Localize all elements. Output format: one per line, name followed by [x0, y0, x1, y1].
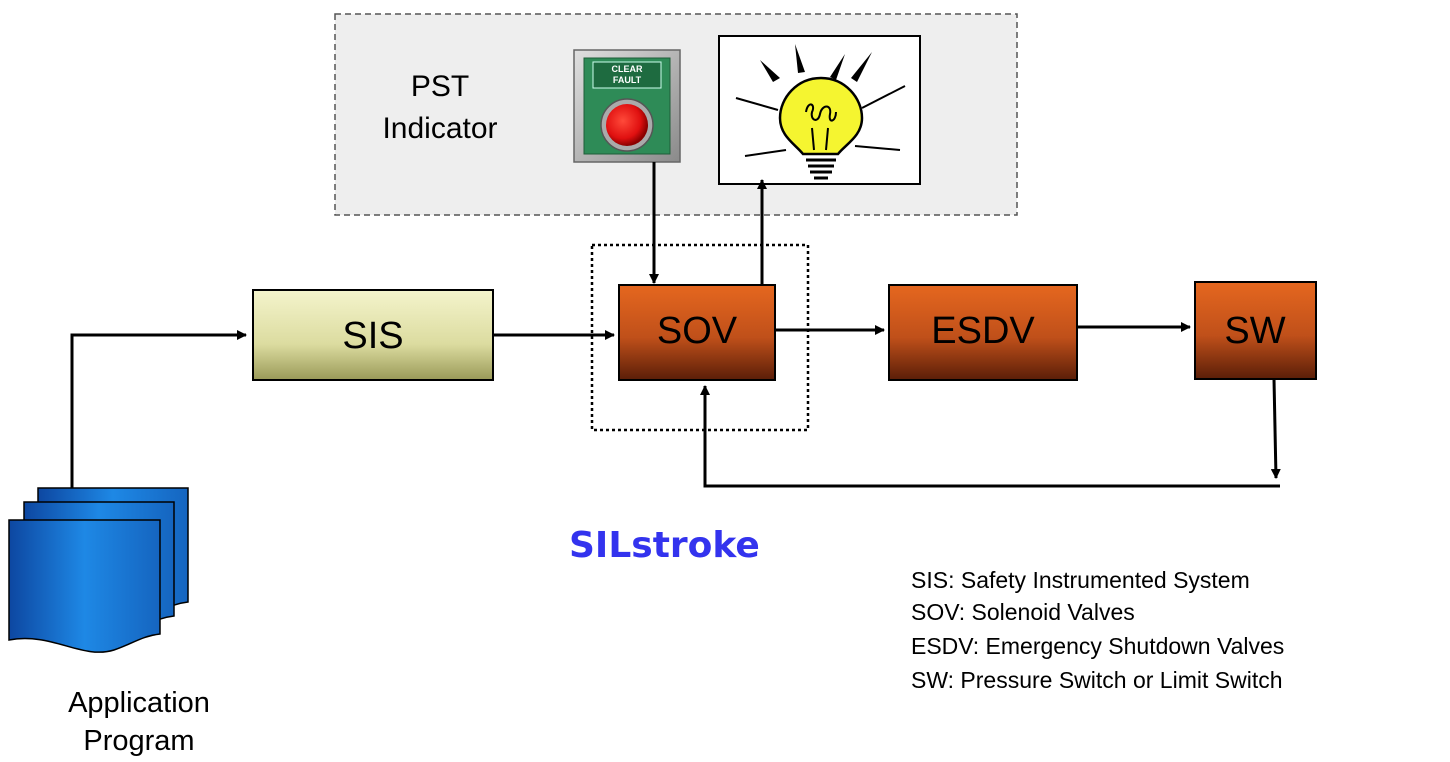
sov-label: SOV [657, 310, 738, 352]
sw-label: SW [1224, 310, 1285, 352]
sov-highlight-box [590, 243, 810, 432]
silstroke-title: SILstroke [569, 525, 760, 566]
sw-block: SW [1194, 281, 1317, 380]
red-button-icon [606, 104, 648, 146]
clear-fault-line2: FAULT [613, 75, 642, 85]
pst-label-line1: PST [411, 70, 469, 103]
legend-item-sw: SW: Pressure Switch or Limit Switch [911, 667, 1283, 693]
program-label-line2: Program [83, 725, 194, 757]
connectors [70, 162, 1281, 512]
arrow-sw-down [1270, 378, 1281, 479]
legend-item-sis: SIS: Safety Instrumented System [911, 567, 1250, 593]
abbreviation-legend: SIS: Safety Instrumented System SOV: Sol… [911, 567, 1284, 693]
legend-item-sov: SOV: Solenoid Valves [911, 599, 1135, 625]
clear-fault-button[interactable]: CLEAR FAULT [573, 49, 681, 163]
document-stack-icon [8, 487, 189, 653]
legend-item-esdv: ESDV: Emergency Shutdown Valves [911, 633, 1284, 659]
light-bulb-icon [718, 35, 921, 185]
sis-block: SIS [252, 289, 494, 381]
clear-fault-line1: CLEAR [612, 64, 643, 74]
arrow-feedback-to-sov [700, 385, 1280, 488]
sis-label: SIS [342, 315, 403, 357]
esdv-block: ESDV [888, 284, 1078, 381]
pst-label-line2: Indicator [382, 112, 497, 145]
esdv-label: ESDV [931, 310, 1035, 352]
arrow-program-to-sis [70, 330, 247, 512]
sov-block: SOV [618, 284, 776, 381]
program-label-line1: Application [68, 687, 210, 719]
